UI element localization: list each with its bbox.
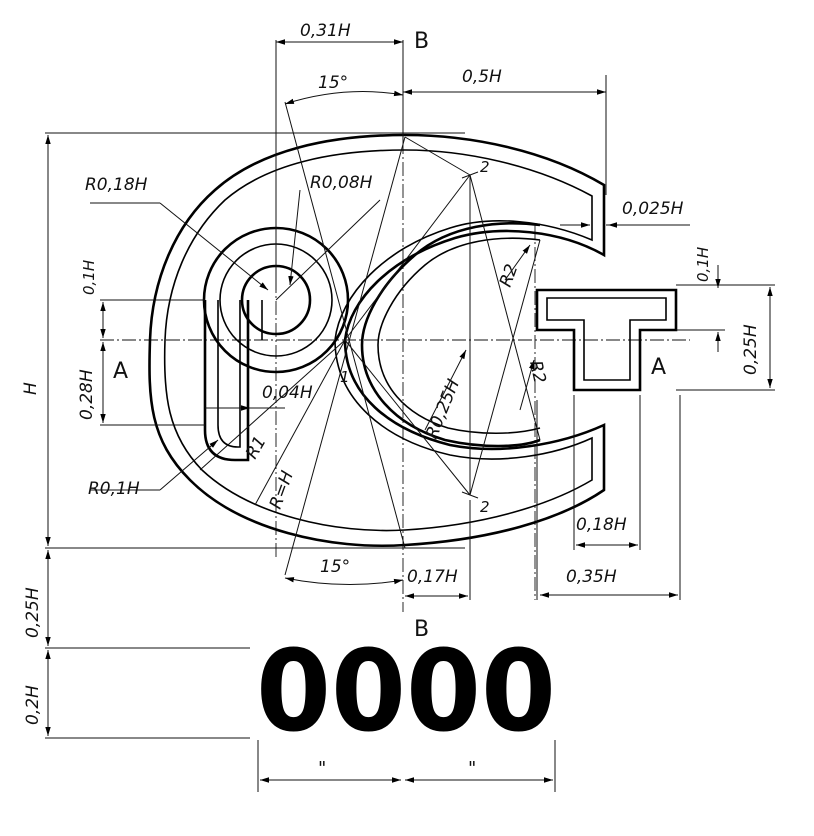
- label-ditto-right: ": [468, 758, 476, 779]
- label-004H: 0,04H: [262, 383, 313, 403]
- label-15-bottom: 15°: [320, 557, 350, 577]
- digits-0000: 0000: [256, 627, 556, 757]
- label-section-B-top: B: [414, 29, 429, 54]
- label-025H-right: 0,25H: [741, 324, 761, 375]
- label-031H: 0,31H: [300, 21, 351, 41]
- label-01H-left: 0,1H: [80, 260, 98, 295]
- label-point-1: 1: [340, 368, 350, 386]
- label-R2-top: R2: [496, 262, 523, 290]
- label-018H: 0,18H: [576, 515, 627, 535]
- construction-lines: [199, 101, 541, 576]
- label-02H-left: 0,2H: [23, 685, 43, 725]
- label-R025H: R0,25H: [422, 376, 464, 442]
- label-ditto-left: ": [318, 758, 326, 779]
- label-028H: 0,28H: [77, 369, 97, 420]
- extension-lines: [45, 40, 775, 792]
- label-R01H: R0,1H: [88, 479, 140, 499]
- label-R018H: R0,18H: [85, 175, 148, 195]
- label-01H-right: 0,1H: [694, 247, 712, 282]
- label-point-2-bottom: 2: [480, 498, 490, 516]
- label-15-top: 15°: [318, 73, 348, 93]
- label-point-2-top: 2: [480, 158, 490, 176]
- label-R1: R1: [242, 433, 271, 463]
- label-017H: 0,17H: [407, 567, 458, 587]
- label-R-eq-H: R=H: [266, 468, 298, 512]
- label-H: H: [21, 382, 41, 395]
- label-section-A-left: A: [113, 359, 128, 384]
- letter-t: [535, 288, 678, 392]
- label-section-A-right: A: [651, 355, 666, 380]
- label-035H: 0,35H: [566, 567, 617, 587]
- label-025H-left: 0,25H: [23, 587, 43, 638]
- dimension-lines: [45, 39, 773, 783]
- label-0025H: 0,025H: [622, 199, 684, 219]
- label-section-B-bottom: B: [414, 617, 429, 642]
- label-R008H: R0,08H: [310, 173, 373, 193]
- label-05H: 0,5H: [462, 67, 502, 87]
- label-R2-mid: R2: [525, 359, 549, 385]
